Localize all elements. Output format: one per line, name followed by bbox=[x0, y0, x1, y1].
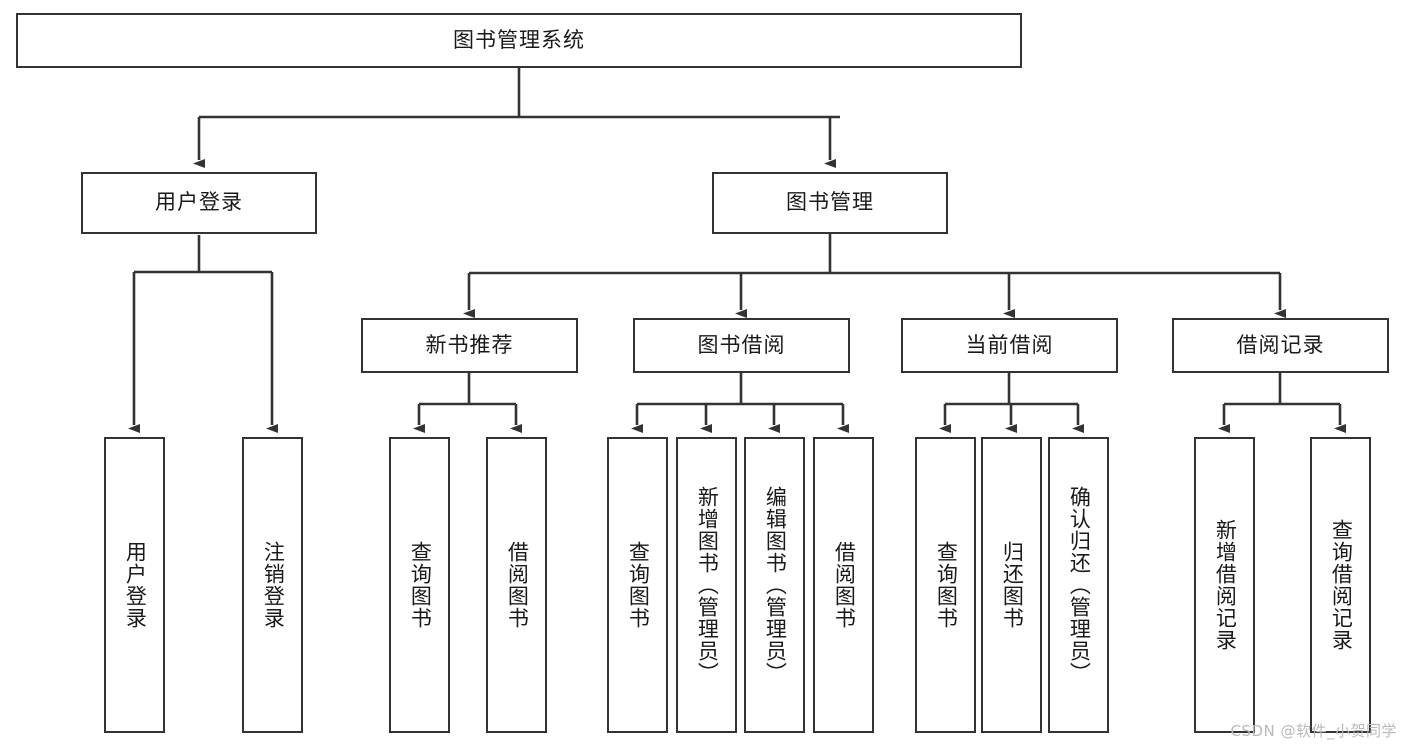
leaf-add-record[interactable]: 新增借阅记录 bbox=[1194, 437, 1255, 733]
leaf-return-book[interactable]: 归还图书 bbox=[981, 437, 1042, 733]
leaf-edit-book[interactable]: 编辑图书（管理员） bbox=[744, 437, 805, 733]
node-current-borrow[interactable]: 当前借阅 bbox=[901, 318, 1118, 373]
leaf-logout-login[interactable]: 注销登录 bbox=[242, 437, 303, 733]
node-new-book-recommend[interactable]: 新书推荐 bbox=[361, 318, 578, 373]
leaf-query-book-2[interactable]: 查询图书 bbox=[607, 437, 668, 733]
leaf-label: 借阅图书 bbox=[832, 541, 857, 629]
leaf-query-record[interactable]: 查询借阅记录 bbox=[1310, 437, 1371, 733]
leaf-label: 用户登录 bbox=[123, 541, 148, 629]
node-user-login[interactable]: 用户登录 bbox=[81, 172, 317, 234]
node-root[interactable]: 图书管理系统 bbox=[16, 13, 1022, 68]
leaf-query-book-1[interactable]: 查询图书 bbox=[389, 437, 450, 733]
leaf-label: 查询借阅记录 bbox=[1329, 519, 1354, 651]
leaf-label: 新增图书（管理员） bbox=[695, 486, 720, 684]
leaf-borrow-book-2[interactable]: 借阅图书 bbox=[813, 437, 874, 733]
node-book-manage[interactable]: 图书管理 bbox=[712, 172, 948, 234]
leaf-user-login[interactable]: 用户登录 bbox=[104, 437, 165, 733]
node-book-borrow[interactable]: 图书借阅 bbox=[633, 318, 850, 373]
leaf-label: 查询图书 bbox=[626, 541, 651, 629]
leaf-label: 借阅图书 bbox=[505, 541, 530, 629]
leaf-label: 新增借阅记录 bbox=[1213, 519, 1238, 651]
leaf-label: 注销登录 bbox=[261, 541, 286, 629]
leaf-query-book-3[interactable]: 查询图书 bbox=[915, 437, 976, 733]
leaf-label: 归还图书 bbox=[1000, 541, 1025, 629]
leaf-borrow-book-1[interactable]: 借阅图书 bbox=[486, 437, 547, 733]
leaf-confirm-return[interactable]: 确认归还（管理员） bbox=[1048, 437, 1109, 733]
leaf-add-book[interactable]: 新增图书（管理员） bbox=[676, 437, 737, 733]
leaf-label: 查询图书 bbox=[934, 541, 959, 629]
leaf-label: 确认归还（管理员） bbox=[1067, 486, 1092, 684]
leaf-label: 编辑图书（管理员） bbox=[763, 486, 788, 684]
node-borrow-record[interactable]: 借阅记录 bbox=[1172, 318, 1389, 373]
leaf-label: 查询图书 bbox=[408, 541, 433, 629]
